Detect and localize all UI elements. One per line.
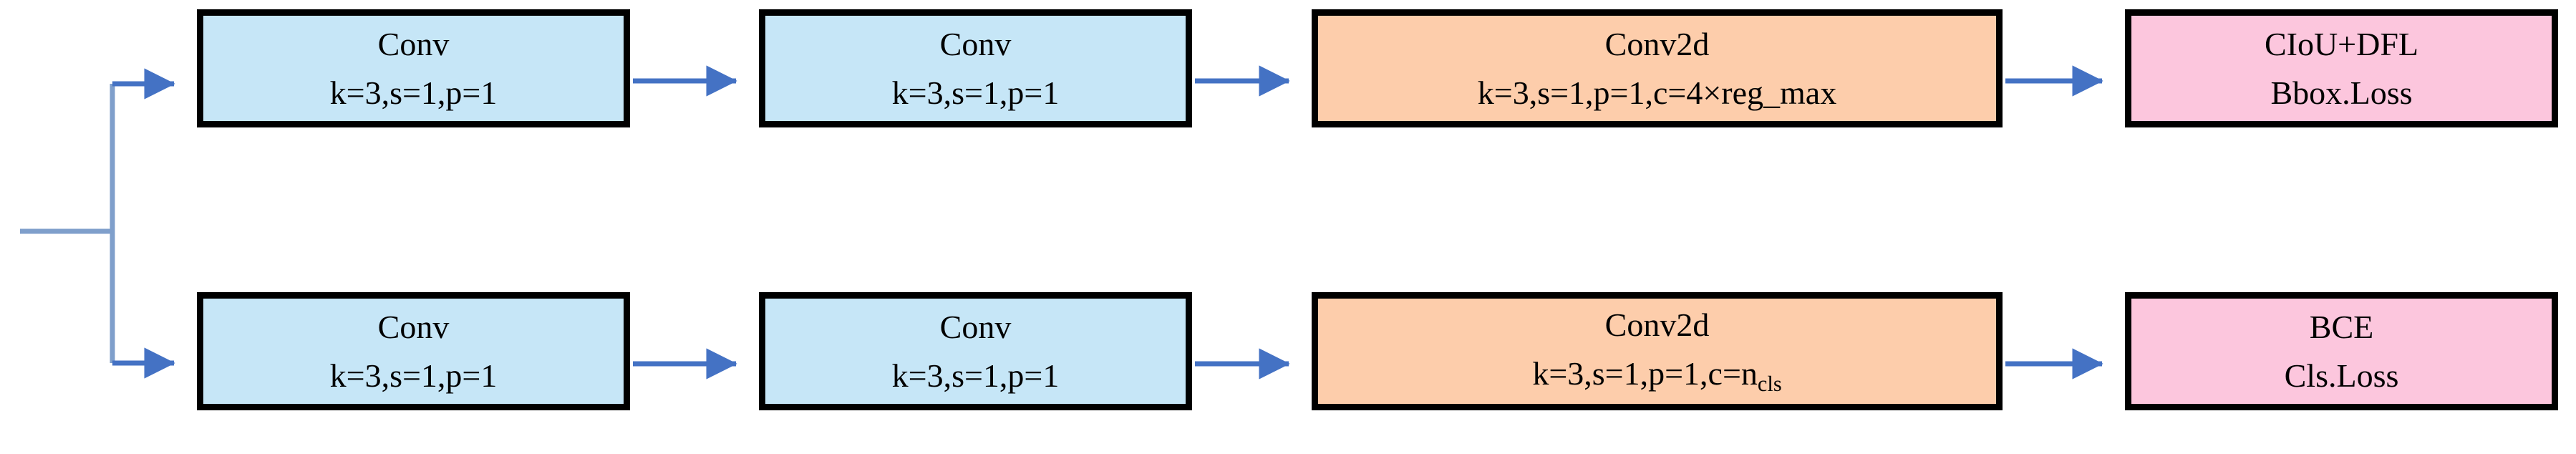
node-reg-conv2d[interactable]: Conv2d k=3,s=1,p=1,c=4×reg_max	[1312, 9, 2003, 127]
node-params: k=3,s=1,p=1,c=4×reg_max	[1477, 74, 1837, 111]
node-cls-conv2d[interactable]: Conv2d k=3,s=1,p=1,c=ncls	[1312, 292, 2003, 410]
node-params: Bbox.Loss	[2270, 74, 2413, 111]
node-title: BCE	[2309, 308, 2374, 345]
node-title: Conv2d	[1604, 306, 1710, 344]
node-params: k=3,s=1,p=1,c=ncls	[1532, 355, 1781, 396]
node-params-subscript: cls	[1757, 371, 1782, 396]
node-params: k=3,s=1,p=1	[891, 74, 1060, 111]
node-reg-loss[interactable]: CIoU+DFL Bbox.Loss	[2125, 9, 2558, 127]
node-title: Conv	[377, 25, 450, 62]
node-params-main: k=3,s=1,p=1,c=n	[1532, 354, 1758, 392]
node-reg-conv-1[interactable]: Conv k=3,s=1,p=1	[197, 9, 630, 127]
node-params: k=3,s=1,p=1	[891, 357, 1060, 394]
node-params: Cls.Loss	[2284, 357, 2399, 394]
node-params: k=3,s=1,p=1	[329, 74, 498, 111]
node-cls-loss[interactable]: BCE Cls.Loss	[2125, 292, 2558, 410]
node-reg-conv-2[interactable]: Conv k=3,s=1,p=1	[759, 9, 1192, 127]
node-title: Conv	[939, 308, 1012, 345]
node-params: k=3,s=1,p=1	[329, 357, 498, 394]
node-title: CIoU+DFL	[2264, 25, 2419, 62]
node-title: Conv	[377, 308, 450, 345]
node-cls-conv-2[interactable]: Conv k=3,s=1,p=1	[759, 292, 1192, 410]
node-title: Conv	[939, 25, 1012, 62]
node-title: Conv2d	[1604, 25, 1710, 62]
node-cls-conv-1[interactable]: Conv k=3,s=1,p=1	[197, 292, 630, 410]
